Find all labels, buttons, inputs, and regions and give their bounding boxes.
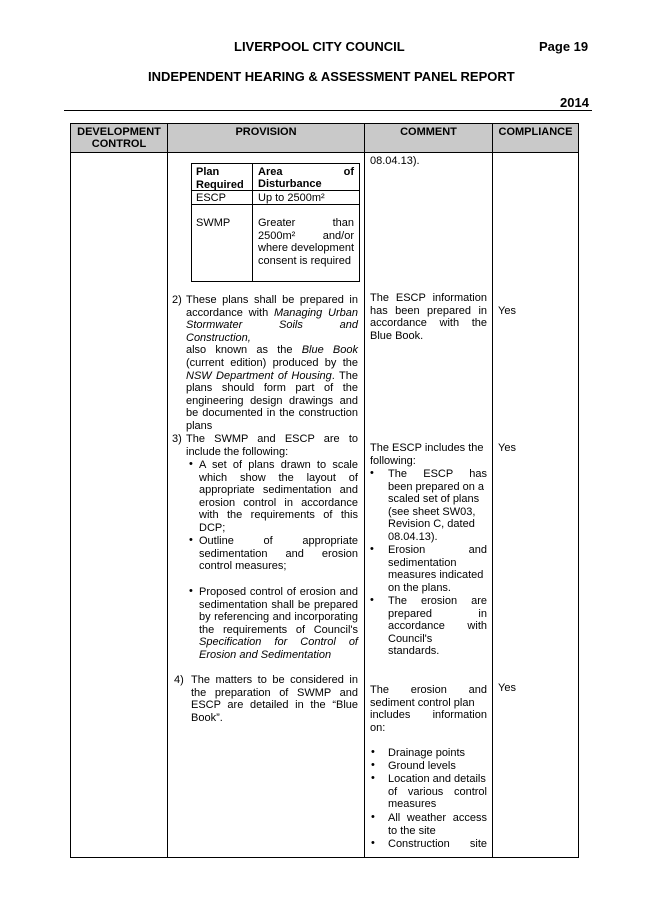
item-4-comment-bullet-1: Drainage points	[388, 747, 466, 759]
table-border-bottom	[70, 857, 579, 858]
item-3-comment-bullet-3-marker: •	[370, 594, 374, 606]
item-4-comment-bullet-5: Construction site	[388, 838, 487, 850]
inner-table-row-divider	[191, 204, 359, 205]
inner-header-area-2: Disturbance	[258, 178, 322, 190]
report-year: 2014	[560, 95, 589, 110]
item-4-comment-intro: The erosion and sediment control plan in…	[370, 684, 487, 734]
inner-table-col-divider	[252, 163, 253, 281]
item-4-comment-bullet-3-marker: •	[371, 772, 375, 784]
item-2-number: 2)	[172, 294, 182, 306]
item-4-number: 4)	[174, 674, 184, 686]
item-3-bullet-3-marker: •	[189, 585, 193, 597]
inner-cell-escp-area: Up to 2500m²	[258, 192, 325, 204]
council-name: LIVERPOOL CITY COUNCIL	[234, 39, 405, 54]
inner-cell-swmp: SWMP	[196, 217, 231, 229]
col-header-development-control: DEVELOPMENT CONTROL	[71, 124, 167, 152]
item-3-comment-bullet-2-marker: •	[370, 543, 374, 555]
table-col-divider-3	[492, 123, 493, 858]
item-3-comment-bullet-1-marker: •	[370, 467, 374, 479]
comment-top: 08.04.13).	[370, 155, 420, 167]
inner-header-plan: Plan Required	[196, 166, 244, 191]
table-col-divider-2	[364, 123, 365, 858]
table-border-right	[578, 123, 579, 858]
col-header-provision: PROVISION	[168, 124, 364, 152]
item-3-bullet-2-marker: •	[189, 534, 193, 546]
inner-cell-escp: ESCP	[196, 192, 226, 204]
item-2-text: These plans shall be prepared in accorda…	[186, 294, 358, 432]
item-4-comment-bullet-5-marker: •	[371, 837, 375, 849]
col-header-comment: COMMENT	[365, 124, 492, 152]
item-3-bullet-1-marker: •	[189, 458, 193, 470]
table-border-top	[70, 123, 579, 124]
inner-table-frame	[191, 163, 360, 282]
table-border-left	[70, 123, 71, 858]
item-3-compliance: Yes	[498, 442, 516, 454]
item-3-comment-bullet-2: Erosion and sedimentation measures indic…	[388, 544, 487, 594]
col-header-compliance: COMPLIANCE	[493, 124, 578, 152]
item-3-bullet-2: Outline of appropriate sedimentation and…	[199, 535, 358, 573]
item-2-comment: The ESCP information has been prepared i…	[370, 292, 487, 342]
inner-cell-swmp-area: Greater than 2500m² and/or where develop…	[258, 217, 355, 267]
item-4-compliance: Yes	[498, 682, 516, 694]
report-title: INDEPENDENT HEARING & ASSESSMENT PANEL R…	[148, 69, 515, 84]
item-2-compliance: Yes	[498, 305, 516, 317]
item-4-comment-bullet-4: All weather access to the site	[388, 812, 487, 837]
inner-header-area: Area of	[258, 166, 354, 178]
table-header-divider	[70, 152, 579, 153]
item-4-comment-bullet-4-marker: •	[371, 811, 375, 823]
item-3-comment-intro: The ESCP includes the following:	[370, 442, 484, 467]
item-3-bullet-1: A set of plans drawn to scale which show…	[199, 459, 358, 534]
item-3-comment-bullet-3: The erosion are prepared in accordance w…	[388, 595, 487, 658]
table-col-divider-1	[167, 123, 168, 858]
item-4-comment-bullet-2: Ground levels	[388, 760, 456, 772]
header-rule	[64, 110, 592, 111]
item-4-comment-bullet-2-marker: •	[371, 759, 375, 771]
item-3-number: 3)	[172, 433, 182, 445]
item-4-text: The matters to be considered in the prep…	[191, 674, 358, 724]
item-3-intro: The SWMP and ESCP are to include the fol…	[186, 433, 358, 458]
item-4-comment-bullet-1-marker: •	[371, 746, 375, 758]
item-3-comment-bullet-1: The ESCP has been prepared on a scaled s…	[388, 468, 487, 543]
item-3-bullet-3: Proposed control of erosion and sediment…	[199, 586, 358, 661]
item-4-comment-bullet-3: Location and details of various control …	[388, 773, 487, 811]
inner-table-header-divider	[191, 190, 359, 191]
page-number: Page 19	[539, 39, 589, 54]
